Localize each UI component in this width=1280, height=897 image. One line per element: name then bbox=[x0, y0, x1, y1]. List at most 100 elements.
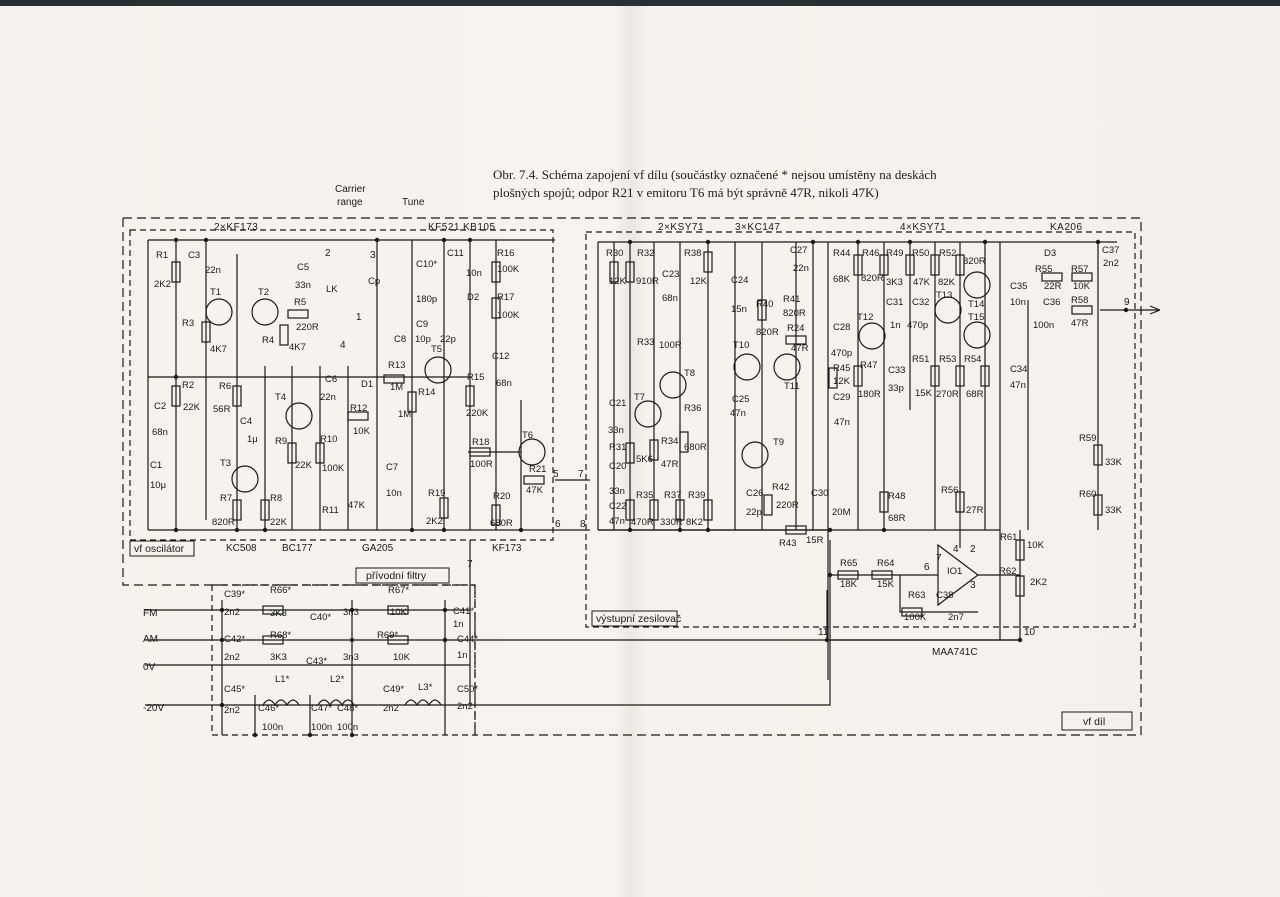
carrier-label: Carrier bbox=[335, 184, 366, 195]
component-label: C32 bbox=[912, 297, 929, 308]
component-label: 2n2 bbox=[224, 652, 240, 663]
header-2ksy71: 2×KSY71 bbox=[658, 222, 704, 233]
component-label: R38 bbox=[684, 248, 701, 259]
transistor-t15 bbox=[963, 321, 991, 349]
component-label: R17 bbox=[497, 292, 514, 303]
component-label: 15n bbox=[731, 304, 747, 315]
component-label: 47n bbox=[730, 408, 746, 419]
component-label: 2n2 bbox=[457, 701, 473, 712]
component-label: R4 bbox=[262, 335, 274, 346]
component-label: 1M bbox=[390, 382, 403, 393]
component-label: 680R bbox=[490, 518, 513, 529]
component-label: 3K3 bbox=[270, 652, 287, 663]
component-label: 4K7 bbox=[289, 342, 306, 353]
header-4ksy71: 4×KSY71 bbox=[900, 222, 946, 233]
opamp-pin-4: 4 bbox=[953, 544, 959, 555]
component-label: C9 bbox=[416, 319, 428, 330]
component-label: C31 bbox=[886, 297, 903, 308]
transistor-t14 bbox=[963, 271, 991, 299]
transistor-t4 bbox=[285, 402, 313, 430]
component-label: 100n bbox=[311, 722, 332, 733]
component-label: C35 bbox=[1010, 281, 1027, 292]
component-label: C4 bbox=[240, 416, 252, 427]
component-label: 10K bbox=[353, 426, 371, 437]
header-kf521: KF521 bbox=[428, 222, 460, 233]
component-label: T8 bbox=[684, 368, 695, 379]
component-label: C26 bbox=[746, 488, 763, 499]
component-label: C3 bbox=[188, 250, 200, 261]
component-label: 2n2 bbox=[1103, 258, 1119, 269]
component-label: 33n bbox=[609, 486, 625, 497]
component-label: R50 bbox=[912, 248, 929, 259]
component-label: 22K bbox=[183, 402, 201, 413]
part-label: vf díl bbox=[1083, 716, 1105, 728]
component-label: C39* bbox=[224, 589, 245, 600]
component-label: 4K7 bbox=[210, 344, 227, 355]
figure-caption: Obr. 7.4. Schéma zapojení vf dílu (součá… bbox=[493, 166, 1013, 202]
oscillator-box bbox=[129, 229, 554, 541]
component-label: 180R bbox=[858, 389, 881, 400]
component-label: C38 bbox=[936, 590, 953, 601]
component-label: 2n2 bbox=[224, 607, 240, 618]
component-label: R30 bbox=[606, 248, 623, 259]
component-label: 10K bbox=[1027, 540, 1045, 551]
component-label: 22K bbox=[270, 517, 288, 528]
component-label: 2K2 bbox=[1030, 577, 1047, 588]
component-label: 100R bbox=[659, 340, 682, 351]
component-label: 12K bbox=[609, 276, 627, 287]
output-amp-label-box bbox=[591, 610, 678, 627]
component-label: 1n bbox=[457, 650, 468, 661]
component-label: R49 bbox=[886, 248, 903, 259]
component-label: T9 bbox=[773, 437, 784, 448]
output-terminal bbox=[1100, 305, 1161, 315]
feed-filter-box bbox=[211, 584, 476, 736]
component-label: 470p bbox=[907, 320, 928, 331]
component-label: 10n bbox=[466, 268, 482, 279]
component-label: R14 bbox=[418, 387, 435, 398]
component-label: 10n bbox=[386, 488, 402, 499]
top-dark-band bbox=[0, 0, 1280, 6]
component-label: 2n2 bbox=[224, 705, 240, 716]
component-label: 27R bbox=[966, 505, 984, 516]
component-label: 18K bbox=[840, 579, 858, 590]
component-label: R31 bbox=[609, 442, 626, 453]
feed-label-box bbox=[355, 567, 450, 584]
component-label: 82K bbox=[938, 277, 956, 288]
component-label: T11 bbox=[784, 381, 800, 392]
component-label: C29 bbox=[833, 392, 850, 403]
component-label: C48* bbox=[337, 703, 358, 714]
component-label: R63 bbox=[908, 590, 925, 601]
component-label: C47* bbox=[311, 703, 332, 714]
component-label: C44* bbox=[457, 634, 478, 645]
component-label: 100n bbox=[337, 722, 358, 733]
component-label: R57 bbox=[1071, 264, 1088, 275]
component-label: R43 bbox=[779, 538, 796, 549]
component-label: 68n bbox=[662, 293, 678, 304]
component-label: 22n bbox=[793, 263, 809, 274]
transistor-t1 bbox=[205, 298, 233, 326]
component-label: R37 bbox=[664, 490, 681, 501]
component-label: T10 bbox=[733, 340, 749, 351]
component-label: T2 bbox=[258, 287, 269, 298]
node-7b: 7 bbox=[467, 559, 473, 570]
component-label: L1* bbox=[275, 674, 290, 685]
component-label: 33n bbox=[608, 425, 624, 436]
component-label: 100n bbox=[262, 722, 283, 733]
component-label: R68* bbox=[270, 630, 291, 641]
component-label: 820R bbox=[756, 327, 779, 338]
component-label: R65 bbox=[840, 558, 857, 569]
component-label: C34 bbox=[1010, 364, 1027, 375]
component-label: 15K bbox=[915, 388, 933, 399]
component-label: 47R bbox=[791, 343, 809, 354]
component-label: R2 bbox=[182, 380, 194, 391]
component-label: 100K bbox=[497, 264, 520, 275]
component-label: 33p bbox=[888, 383, 904, 394]
component-label: C23 bbox=[662, 269, 679, 280]
component-label: R16 bbox=[497, 248, 514, 259]
oscillator-rails bbox=[147, 239, 1117, 531]
component-label: 180p bbox=[416, 294, 437, 305]
component-label: T3 bbox=[220, 458, 231, 469]
component-label: R11 bbox=[322, 505, 339, 516]
component-label: R44 bbox=[833, 248, 850, 259]
component-label: 220R bbox=[776, 500, 799, 511]
